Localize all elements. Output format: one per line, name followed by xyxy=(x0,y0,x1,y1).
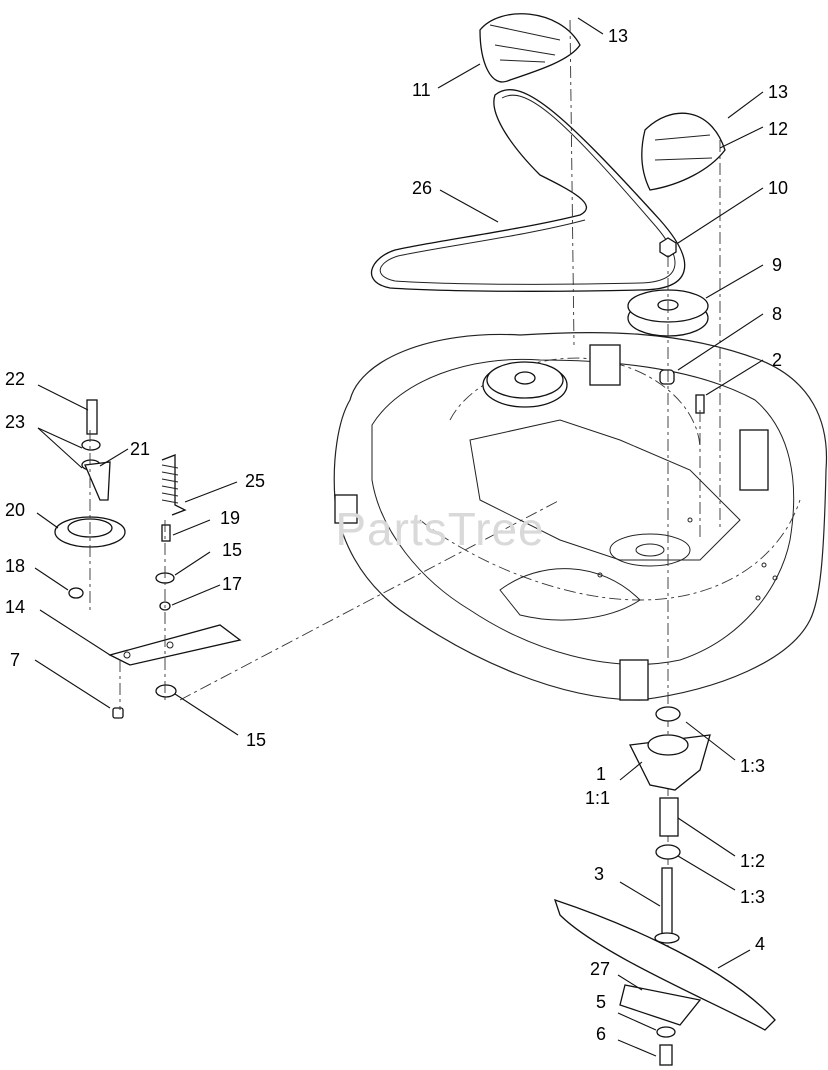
callout-18: 18 xyxy=(5,556,25,576)
callout-1: 1 xyxy=(596,764,606,784)
callout-13: 13 xyxy=(768,82,788,102)
callout-1-2: 1:2 xyxy=(740,851,765,871)
drive-belt xyxy=(370,89,686,292)
callout-11: 11 xyxy=(412,80,431,100)
callout-19: 19 xyxy=(220,508,240,528)
callout-21: 21 xyxy=(130,439,150,459)
callout-22: 22 xyxy=(5,369,25,389)
callout-8: 8 xyxy=(772,304,782,324)
callout-26: 26 xyxy=(412,178,432,198)
callout-1-1: 1:1 xyxy=(585,788,610,808)
leader-lines xyxy=(34,17,764,1057)
belt-cover-right xyxy=(641,112,726,191)
callout-1-3: 1:3 xyxy=(740,756,765,776)
callout-14: 14 xyxy=(5,597,25,617)
callout-labels: 13 11 13 12 26 10 9 8 2 22 23 21 25 20 1… xyxy=(5,26,788,1044)
callout-1-3: 1:3 xyxy=(740,887,765,907)
callout-5: 5 xyxy=(596,992,606,1012)
callout-2: 2 xyxy=(772,350,782,370)
belt-cover-left xyxy=(479,13,581,83)
callout-12: 12 xyxy=(768,119,788,139)
callout-13: 13 xyxy=(608,26,628,46)
spindle-assembly xyxy=(553,19,776,1066)
callout-7: 7 xyxy=(10,650,20,670)
watermark: PartsTree xyxy=(335,503,544,555)
callout-6: 6 xyxy=(596,1024,606,1044)
callout-27: 27 xyxy=(590,959,610,979)
callout-9: 9 xyxy=(772,255,782,275)
callout-3: 3 xyxy=(594,864,604,884)
mower-deck xyxy=(333,331,828,701)
callout-10: 10 xyxy=(768,178,788,198)
callout-15: 15 xyxy=(246,730,266,750)
idler-assembly xyxy=(54,399,561,719)
callout-25: 25 xyxy=(245,471,265,491)
callout-23: 23 xyxy=(5,412,25,432)
callout-15: 15 xyxy=(222,540,242,560)
callout-4: 4 xyxy=(755,934,765,954)
callout-17: 17 xyxy=(222,574,242,594)
callout-20: 20 xyxy=(5,500,25,520)
